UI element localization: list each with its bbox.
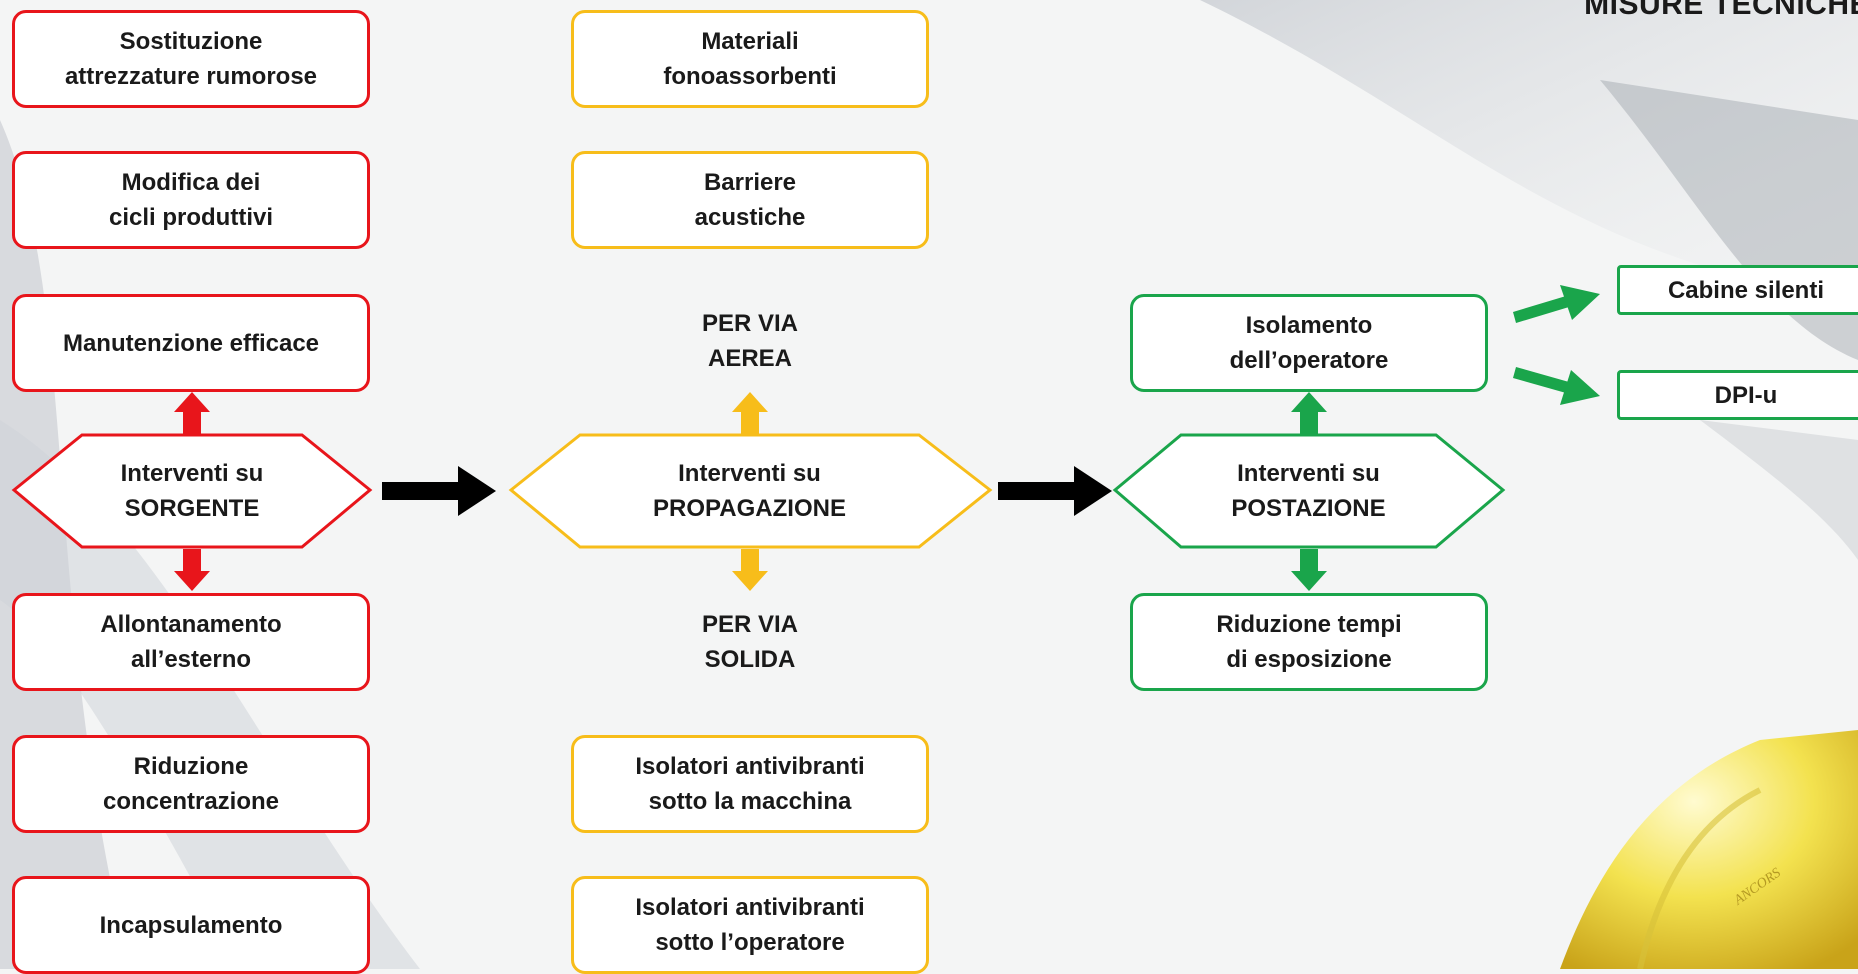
label-per-via-aerea: PER VIA AEREA xyxy=(701,310,799,372)
page-title: MISURE TECNICHE xyxy=(1584,0,1858,21)
box-allontanamento: Allontanamento all’esterno xyxy=(12,593,370,691)
box-modifica-cicli: Modifica dei cicli produttivi xyxy=(12,151,370,249)
box-isolatori-macchina: Isolatori antivibranti sotto la macchina xyxy=(571,735,929,833)
hub-sorgente-label: Interventi su SORGENTE xyxy=(120,460,264,522)
box-barriere-acustiche: Barriere acustiche xyxy=(571,151,929,249)
box-riduzione-tempi: Riduzione tempi di esposizione xyxy=(1130,593,1488,691)
arrow-down-postazione xyxy=(1291,549,1327,591)
hub-propagazione-label: Interventi su PROPAGAZIONE xyxy=(653,460,846,522)
arrow-down-sorgente xyxy=(174,549,210,591)
box-cabine-silenti: Cabine silenti xyxy=(1617,265,1858,315)
hexagon-sorgente xyxy=(11,433,373,549)
box-manutenzione: Manutenzione efficace xyxy=(12,294,370,392)
box-riduzione-concentrazione: Riduzione concentrazione xyxy=(12,735,370,833)
arrow-to-dpi xyxy=(1513,367,1600,405)
box-materiali-fonoassorbenti: Materiali fonoassorbenti xyxy=(571,10,929,108)
helmet-image xyxy=(1560,730,1858,969)
hub-postazione-label: Interventi su POSTAZIONE xyxy=(1231,460,1386,522)
arrow-to-cabine xyxy=(1513,285,1600,323)
box-dpi-u: DPI-u xyxy=(1617,370,1858,420)
box-isolamento-operatore: Isolamento dell’operatore xyxy=(1130,294,1488,392)
arrow-up-propagazione xyxy=(732,392,768,434)
hexagon-postazione xyxy=(1112,433,1506,549)
box-incapsulamento: Incapsulamento xyxy=(12,876,370,974)
arrow-propagazione-to-postazione xyxy=(998,466,1112,516)
box-isolatori-operatore: Isolatori antivibranti sotto l’operatore xyxy=(571,876,929,974)
label-per-via-solida: PER VIA SOLIDA xyxy=(701,611,799,673)
arrow-up-postazione xyxy=(1291,392,1327,434)
box-sostituzione-attrezzature: Sostituzione attrezzature rumorose xyxy=(12,10,370,108)
hexagon-propagazione xyxy=(508,433,993,549)
arrow-up-sorgente xyxy=(174,392,210,434)
arrow-sorgente-to-propagazione xyxy=(382,466,496,516)
arrow-down-propagazione xyxy=(732,549,768,591)
